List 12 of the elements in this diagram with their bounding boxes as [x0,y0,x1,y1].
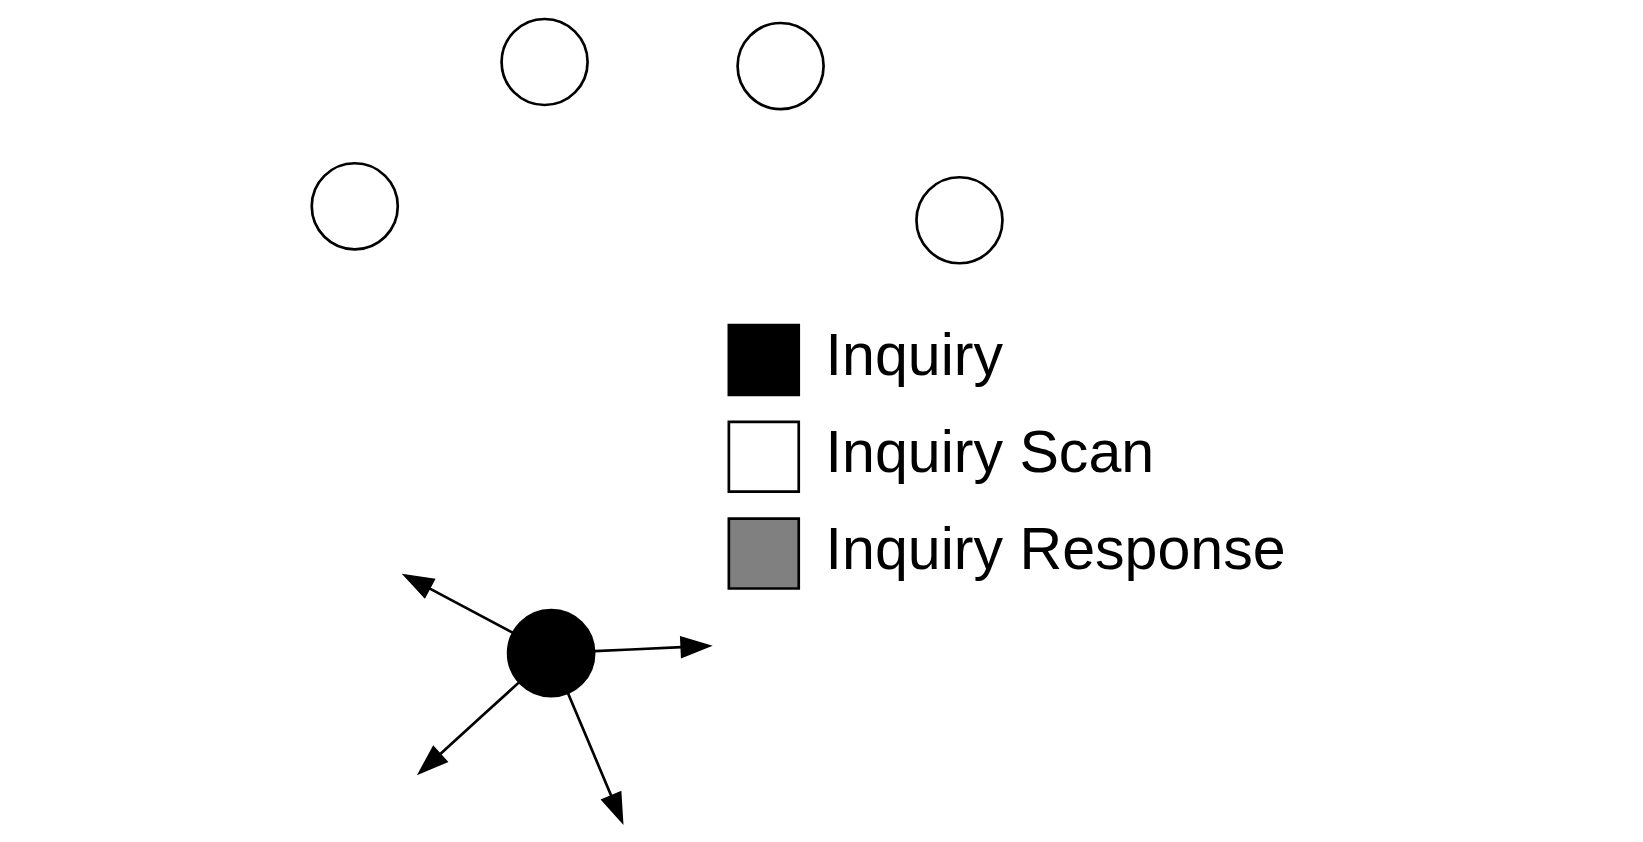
node-circle [309,161,399,251]
node-circle [914,175,1004,265]
legend-label: Inquiry [825,321,1003,389]
node-circle [735,21,825,111]
arrow [416,681,520,776]
arrow [401,573,514,635]
legend-label: Inquiry Response [825,514,1286,582]
arrow [594,635,713,659]
legend-label: Inquiry Scan [825,417,1154,485]
node-circle [506,608,595,698]
arrow [566,692,623,825]
node-circle [499,17,589,107]
